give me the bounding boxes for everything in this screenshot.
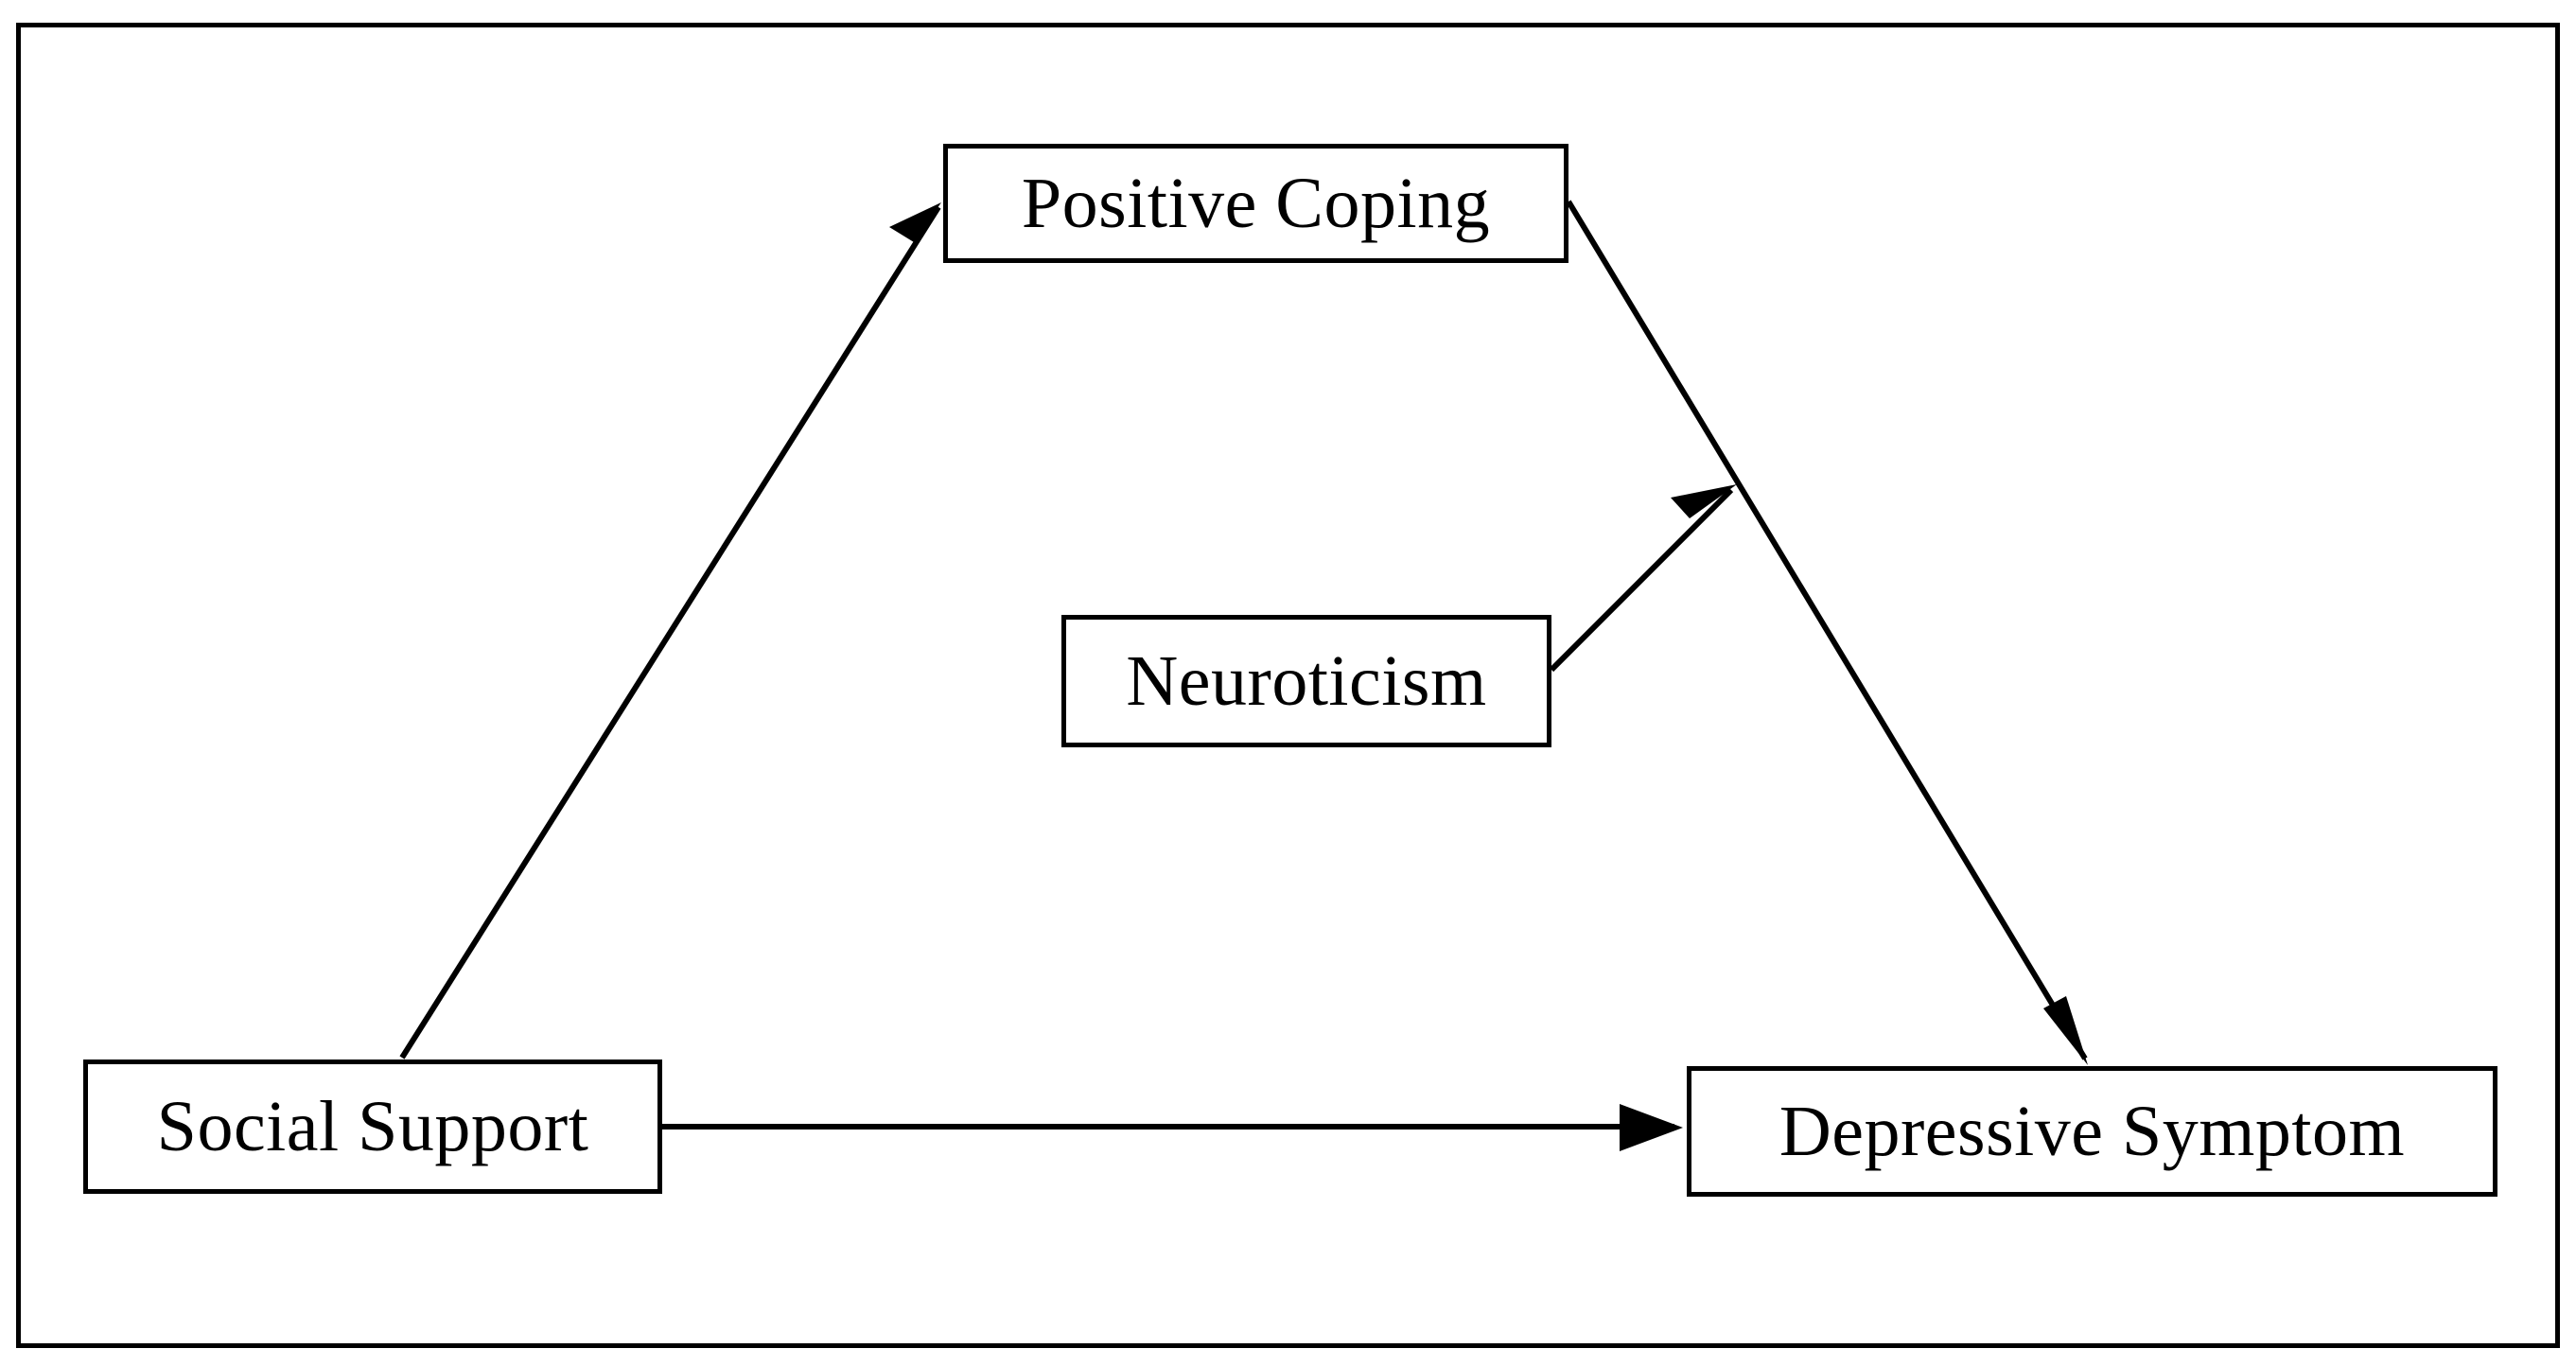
arrowhead-icon (1620, 1104, 1683, 1151)
node-label-positive-coping: Positive Coping (1021, 164, 1491, 243)
edge-positive-coping-to-depressive-symptom (1566, 200, 2088, 1065)
node-label-depressive-symptom: Depressive Symptom (1779, 1092, 2406, 1171)
arrowhead-icon (889, 202, 941, 242)
edge-line (1566, 200, 2088, 1060)
node-label-social-support: Social Support (156, 1087, 589, 1166)
arrowhead-icon (1671, 484, 1737, 518)
arrowhead-icon (2043, 996, 2088, 1065)
node-label-neuroticism: Neuroticism (1126, 641, 1487, 721)
node-depressive-symptom[interactable]: Depressive Symptom (1687, 1066, 2497, 1197)
node-neuroticism[interactable]: Neuroticism (1061, 615, 1551, 747)
edge-line (1549, 487, 1734, 673)
edge-social-support-to-depressive-symptom (662, 1104, 1683, 1151)
outer-frame (16, 23, 2560, 1348)
edge-line (399, 205, 941, 1060)
node-positive-coping[interactable]: Positive Coping (943, 144, 1568, 263)
edge-neuroticism-moderator (1549, 484, 1737, 673)
node-social-support[interactable]: Social Support (83, 1060, 662, 1194)
edge-social-support-to-positive-coping (399, 202, 941, 1060)
